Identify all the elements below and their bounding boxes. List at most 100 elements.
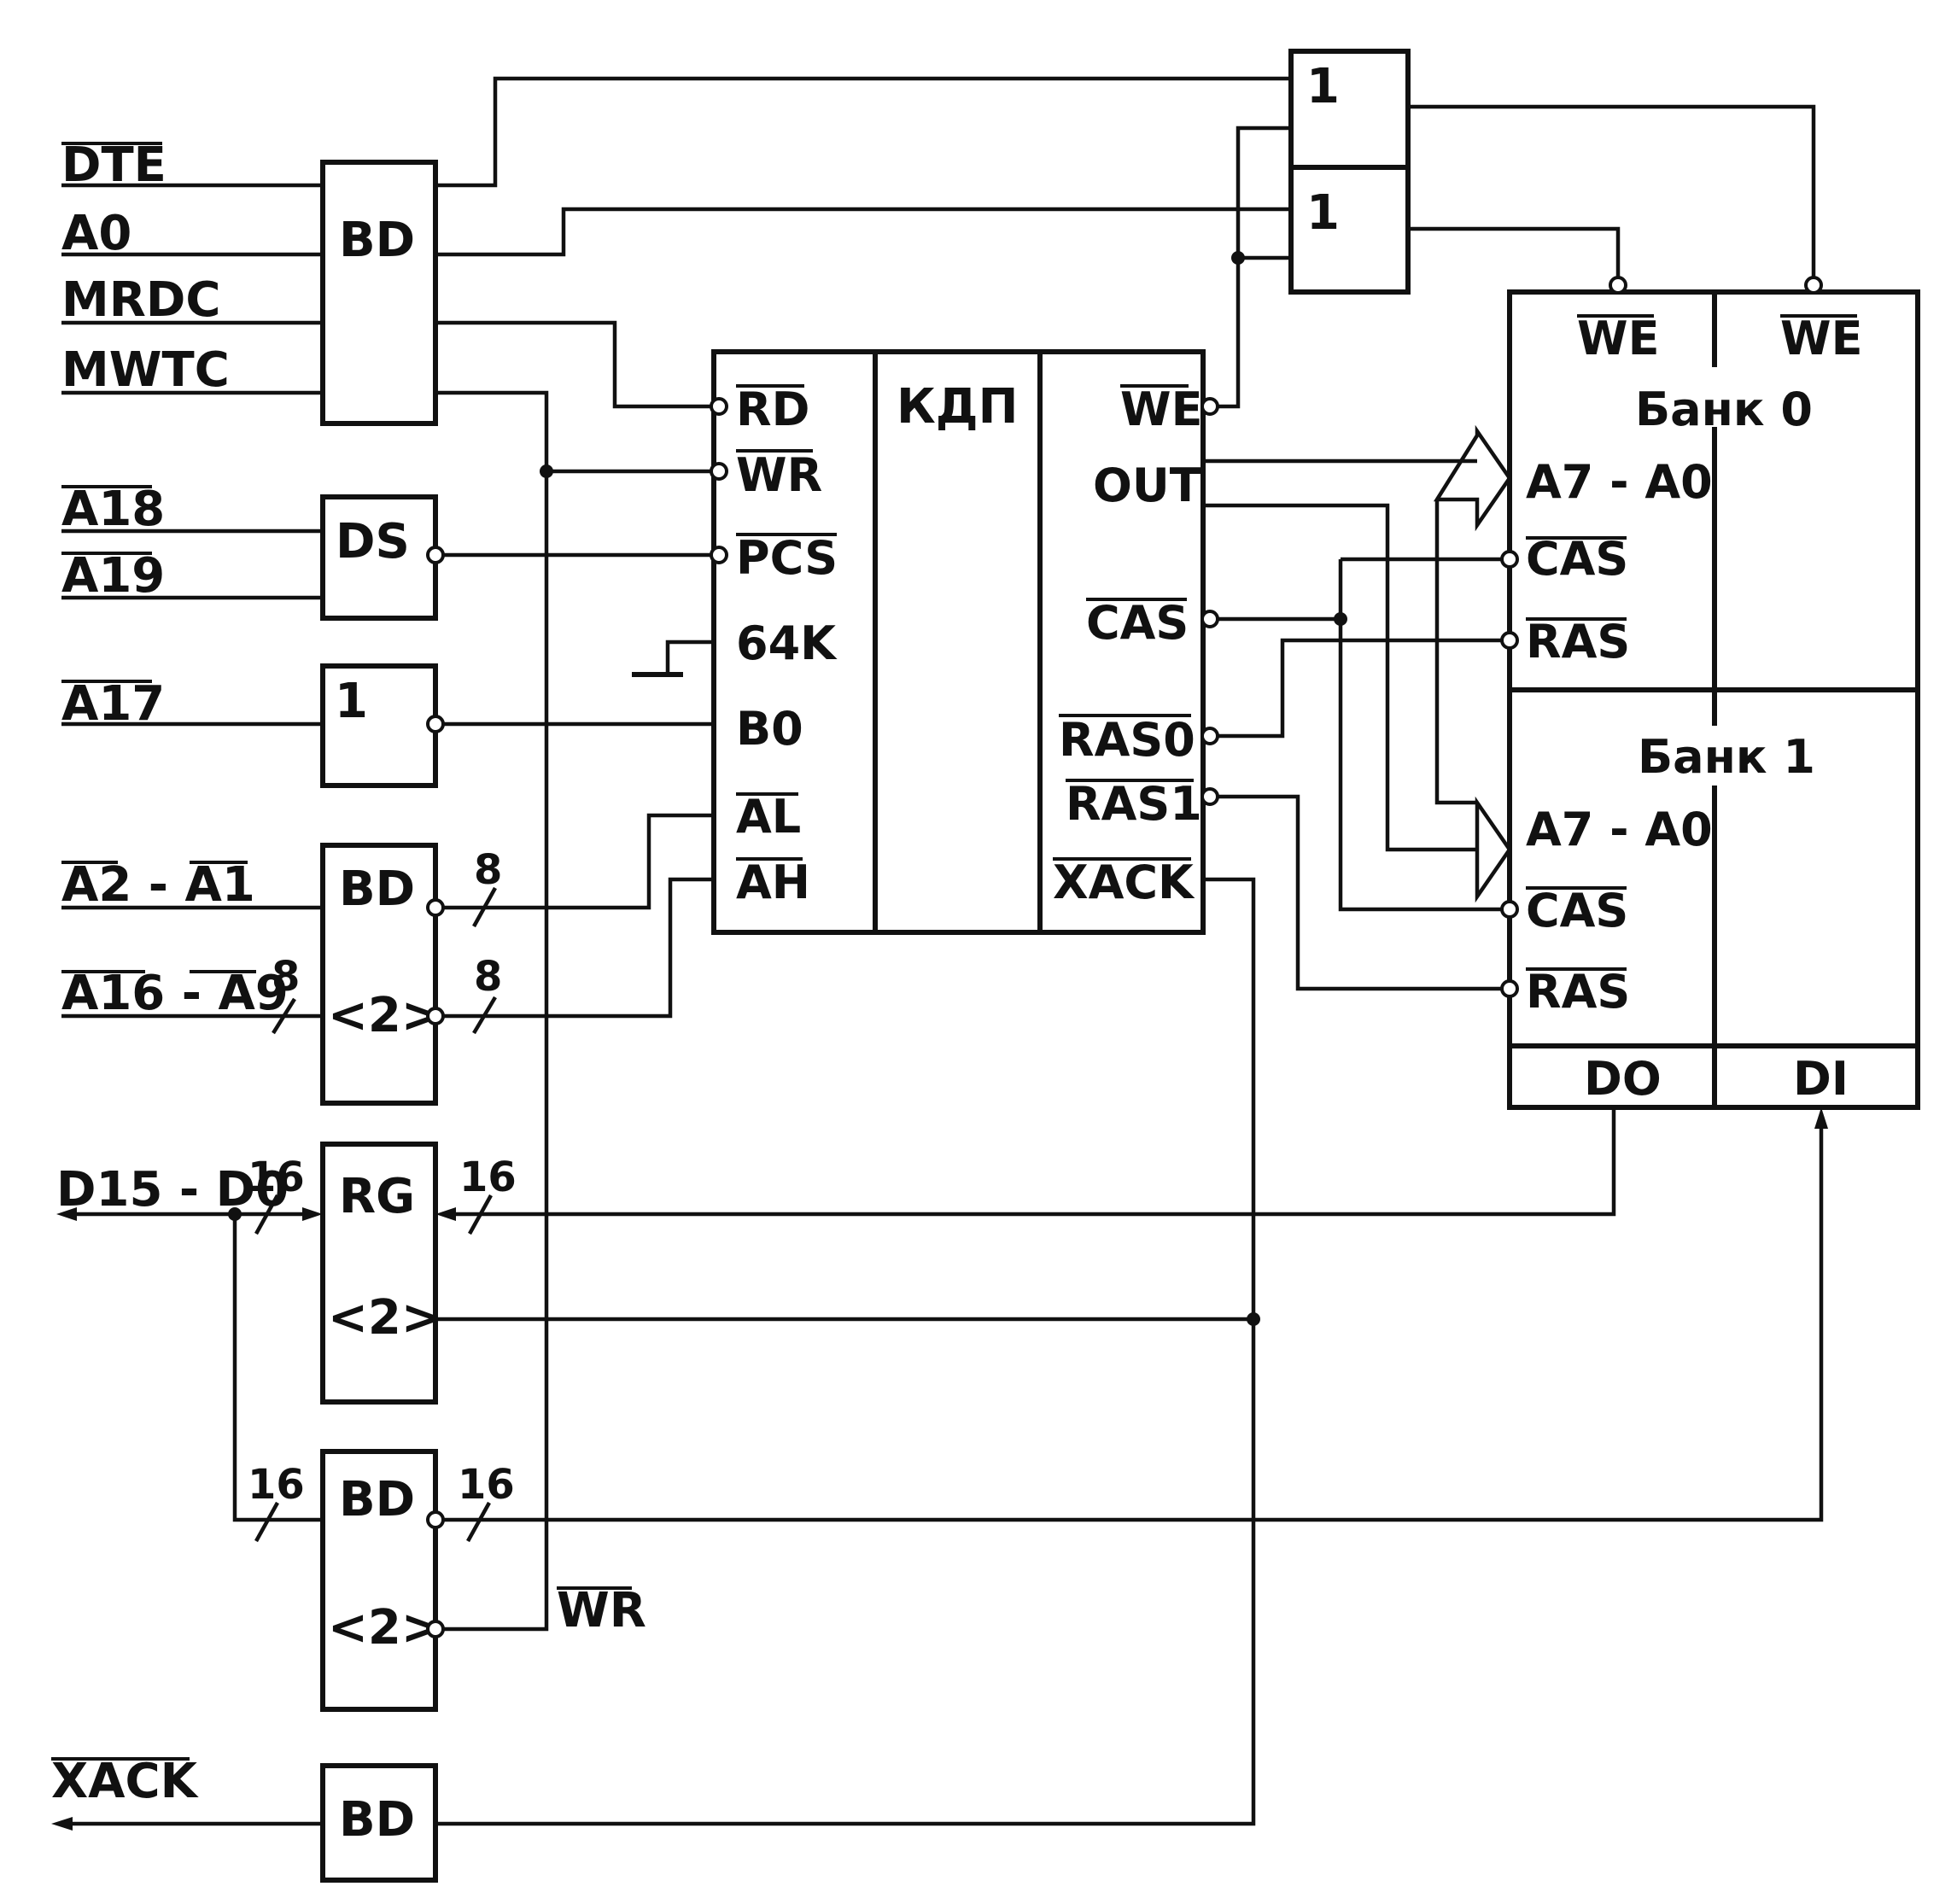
bus-tick-data-in <box>254 1194 279 1235</box>
pin-al: AL <box>736 790 801 844</box>
inverter-label: 1 <box>335 674 368 729</box>
wire-do-to-rg <box>453 1107 1616 1217</box>
bubble-ras0-bank <box>1500 631 1519 650</box>
bubble-ras1-bank <box>1500 979 1519 998</box>
bus-tick-data-bd-in <box>254 1501 279 1543</box>
bus-width-data-in: 16 <box>248 1153 305 1201</box>
arrow-addr-bank1 <box>1475 796 1512 903</box>
pin-rd: RD <box>736 383 809 436</box>
wr-line-label: WR <box>557 1583 646 1638</box>
bubble-cas0 <box>1500 550 1519 569</box>
input-a16-a9: A16 - A9 <box>61 966 289 1021</box>
bus-width-a16a9-out: 8 <box>474 953 502 1001</box>
bus-tick-a16a9-out <box>472 996 497 1035</box>
wire-or-bottom-to-we-left <box>1408 226 1621 285</box>
arrow-data-into-rg <box>302 1207 323 1221</box>
bd-xack-label: BD <box>339 1792 415 1848</box>
bubble-we <box>1200 397 1219 416</box>
do-label: DO <box>1584 1052 1662 1106</box>
bank-title-mask-1 <box>1622 726 1827 786</box>
di-label: DI <box>1793 1052 1849 1106</box>
bank-title-mask-0 <box>1622 367 1827 427</box>
pin-we: WE <box>1120 383 1202 436</box>
pin-pcs: PCS <box>736 531 838 585</box>
or-gate-top-label: 1 <box>1306 59 1340 114</box>
bd-address-oe: <2> <box>328 988 441 1043</box>
pin-64k: 64K <box>736 616 838 670</box>
bd-control-buffer <box>320 160 438 426</box>
bus-width-data-bd-out: 16 <box>458 1461 515 1509</box>
ds-label: DS <box>336 514 410 569</box>
wire-bd-to-di <box>442 1120 1824 1522</box>
wire-dte-to-or-top <box>435 76 1291 188</box>
pin-ras0: RAS0 <box>1059 713 1195 767</box>
arrow-into-rg-output <box>435 1207 456 1221</box>
junction-data <box>228 1207 242 1221</box>
junction-wr <box>540 464 553 478</box>
bus-tick-data-rg <box>468 1194 493 1235</box>
bd-control-label: BD <box>339 213 415 268</box>
wire-addr-branch <box>1434 499 1477 805</box>
rg-oe: <2> <box>328 1290 441 1346</box>
pin-cas: CAS <box>1086 596 1189 650</box>
output-xack: XACK <box>51 1754 200 1809</box>
bus-tick-a2a1-out <box>472 886 497 928</box>
bubble-data-bd-oe <box>426 1620 445 1638</box>
wire-data-loop <box>232 1214 323 1522</box>
rg-register <box>320 1142 438 1405</box>
input-mwtc: MWTC <box>61 342 230 398</box>
wire-addr-to-al <box>442 813 714 910</box>
bus-width-data-bd-in: 16 <box>248 1461 305 1509</box>
bank0-title: Банк 0 <box>1635 383 1813 436</box>
bank1-cas-label: CAS <box>1526 884 1628 937</box>
bubble-we-left <box>1609 276 1627 295</box>
rg-label: RG <box>339 1169 415 1224</box>
bubble-inverter <box>426 715 445 733</box>
bd-address-label: BD <box>339 861 415 917</box>
or-gate-bottom-label: 1 <box>1306 185 1340 241</box>
wire-cas <box>1210 616 1503 912</box>
bd-data-label: BD <box>339 1472 415 1527</box>
wire-mrdc-to-rd <box>435 320 710 409</box>
controller-title: КДП <box>897 379 1019 435</box>
junction-we <box>1231 251 1245 265</box>
pin-ras1: RAS1 <box>1066 777 1202 831</box>
wire-ras1 <box>1210 794 1503 991</box>
bubble-ras0 <box>1200 727 1219 745</box>
we-right-label: WE <box>1780 312 1862 365</box>
arrow-into-di <box>1814 1107 1828 1129</box>
bank1-addr-label: A7 - A0 <box>1526 803 1713 856</box>
wire-64k-ground <box>665 640 714 675</box>
bank0-ras-label: RAS <box>1526 615 1630 669</box>
bubble-addr-a16a9 <box>426 1007 445 1025</box>
arrow-addr-bank0 <box>1433 424 1512 532</box>
wire-or-top-to-we-right <box>1408 104 1816 285</box>
bubble-addr-a2a1 <box>426 898 445 917</box>
bank0-addr-label: A7 - A0 <box>1526 455 1713 509</box>
we-left-label: WE <box>1577 312 1659 365</box>
bd-data-oe: <2> <box>328 1600 441 1656</box>
wire-xack-pin <box>435 877 1256 1826</box>
bubble-wr <box>710 462 728 481</box>
pin-ah: AH <box>736 856 810 909</box>
input-d15-d0: D15 - D0 <box>56 1162 289 1218</box>
bus-width-a2a1-out: 8 <box>474 846 502 894</box>
bubble-rd <box>710 397 728 416</box>
bank1-title: Банк 1 <box>1638 730 1815 784</box>
bubble-data-bd <box>426 1510 445 1529</box>
input-mrdc: MRDC <box>61 272 220 328</box>
pin-wr: WR <box>736 448 822 502</box>
wire-ras0 <box>1210 638 1503 739</box>
bubble-ds <box>426 546 445 564</box>
arrow-data-left <box>56 1207 77 1221</box>
pin-b0: B0 <box>736 702 803 756</box>
wire-out-to-bank1 <box>1203 503 1477 852</box>
bank0-cas-label: CAS <box>1526 532 1628 586</box>
pin-out: OUT <box>1093 458 1201 512</box>
bank1-ras-label: RAS <box>1526 965 1630 1019</box>
wire-wr-to-data-bd-oe <box>435 1622 549 1632</box>
bubble-cas1 <box>1500 900 1519 919</box>
bubble-cas <box>1200 610 1219 628</box>
arrow-xack-out <box>51 1817 73 1831</box>
